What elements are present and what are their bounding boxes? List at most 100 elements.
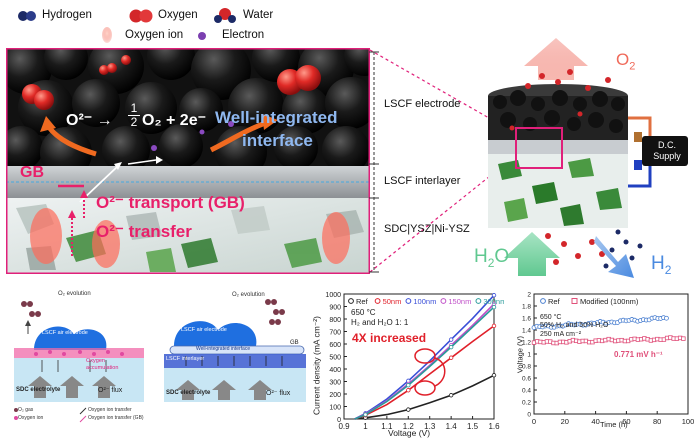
schem2-electrode-dome	[174, 321, 257, 346]
iv-xlabel: Voltage (V)	[388, 428, 431, 438]
iv-point-0	[406, 407, 411, 412]
accum-line1: Oxygen	[86, 358, 105, 364]
schem2-interlayer	[164, 354, 306, 368]
schematic-reference	[6, 290, 152, 430]
iv-x-tick-label: 1.1	[381, 422, 393, 431]
st-x-tick-label: 0	[532, 417, 536, 426]
layer-label-interlayer: LSCF interlayer	[384, 175, 461, 187]
cell-o2-label: O2	[616, 50, 635, 72]
negative-wire	[628, 166, 652, 188]
st-plot-frame	[533, 293, 689, 415]
gb-label: GB	[20, 164, 44, 181]
st-legend-marker-0	[540, 298, 546, 304]
schem1-flux: O²⁻ flux	[98, 387, 123, 394]
st-y-tick-label: 0.6	[522, 376, 531, 383]
iv-y-tick-label: 500	[329, 355, 341, 362]
o2-sub: 2	[629, 60, 636, 73]
st-y-tick-label: 0.2	[522, 400, 531, 407]
electrode-arrow-left	[45, 124, 97, 157]
iv-point-1	[491, 323, 497, 329]
schem2-electrolyte-label: SDC electrolyte	[166, 390, 211, 396]
layer-label-electrolyte: SDC|YSZ|Ni-YSZ	[384, 223, 470, 235]
legend-water: Water	[243, 9, 274, 21]
iv-y-tick-label: 700	[329, 330, 341, 337]
schem1-electrode-label: LSCF air electrode	[42, 330, 88, 336]
oxygen-ion-icon	[102, 27, 112, 43]
st-annotation-gas: 50% H₂ and 50% H₂O	[540, 322, 609, 329]
legend-oxygen-ion: Oxygen ion	[125, 29, 184, 41]
cell-zoom-box	[515, 127, 563, 169]
schem1-electrode-dome	[34, 326, 107, 350]
schem1-key3: Oxygen ion transfer	[88, 407, 132, 413]
st-annotation-temp: 650 °C	[540, 314, 562, 321]
oxygen-molecule-icon	[129, 9, 153, 23]
iv-x-tick-label: 0.9	[338, 422, 350, 431]
water-molecule-icon	[214, 8, 236, 23]
st-y-tick-label: 0.4	[522, 388, 531, 395]
schem2-interlayer-label: LSCF interlayer	[166, 356, 205, 362]
iv-callout-bracket	[434, 357, 446, 387]
iv-legend-marker-2	[405, 298, 412, 304]
schematic-interlayer	[156, 290, 310, 430]
iv-point-4	[448, 344, 454, 350]
iv-y-tick-label: 800	[329, 317, 341, 324]
st-x-tick-label: 20	[561, 417, 569, 426]
st-y-tick-label: 1.4	[522, 328, 531, 335]
h2-sub: 2	[664, 262, 672, 277]
iv-annotation-temp: 650 °C	[351, 308, 376, 317]
iv-x-tick-label: 1.4	[446, 422, 458, 431]
transport-label: O²⁻ transport (GB)	[96, 193, 245, 212]
schem1-key1: O₂ gas	[18, 407, 34, 413]
iv-x-tick-label: 1.5	[467, 422, 479, 431]
st-annotation-current: 250 mA cm⁻²	[540, 331, 582, 338]
h2o-h: H	[474, 246, 488, 267]
dc-supply-label: D.C.Supply	[647, 140, 687, 162]
iv-x-tick-label: 1	[363, 422, 368, 431]
accum-line2: accumulation	[86, 365, 119, 371]
iv-y-tick-label: 200	[329, 392, 341, 399]
iv-callout-ellipse-bottom	[414, 380, 436, 396]
electron-icon	[198, 32, 206, 40]
electrode-arrow-right	[209, 119, 269, 153]
st-ylabel: Voltage (V)	[515, 335, 525, 374]
oxygen-ion-glows	[30, 208, 350, 268]
iv-legend-label-4: 300nm	[483, 297, 504, 306]
cell-h2-label: H2	[651, 253, 671, 277]
iv-legend-marker-1	[374, 298, 381, 304]
iv-y-tick-label: 1000	[325, 292, 341, 299]
schem2-gb: GB	[290, 340, 299, 346]
o2-out-arrow	[524, 38, 588, 80]
schem2-flux: O²⁻ flux	[266, 390, 291, 397]
iv-x-tick-label: 1.3	[424, 422, 436, 431]
zoom-connectors	[369, 49, 511, 273]
st-y-tick-label: 1	[527, 352, 531, 359]
st-x-tick-label: 80	[653, 417, 661, 426]
schem1-electrolyte	[14, 358, 144, 402]
iv-y-tick-label: 0	[337, 417, 341, 424]
cell-h2o-label: H2O	[474, 246, 509, 270]
iv-legend-label-1: 50nm	[383, 297, 402, 306]
schem2-o2-evolution: O₂ evolution	[232, 292, 265, 298]
st-x-tick-label: 60	[622, 417, 630, 426]
frac-den: 2	[128, 115, 140, 129]
st-y-tick-label: 1.2	[522, 340, 531, 347]
iv-point-1	[448, 355, 454, 360]
positive-wire	[628, 116, 652, 136]
st-y-tick-label: 0	[527, 412, 531, 419]
h2o-o: O	[494, 246, 510, 267]
st-legend-label-0: Ref	[548, 297, 561, 306]
iv-legend-label-3: 150nm	[448, 297, 471, 306]
dc-supply-box[interactable]	[642, 136, 688, 166]
reaction-rhs: O₂ + 2e⁻	[142, 112, 207, 129]
st-legend-label-1: Modified (100nm)	[580, 297, 639, 306]
iv-y-tick-label: 900	[329, 305, 341, 312]
cell-electrolyte-grains	[498, 158, 622, 226]
iv-x-tick-label: 1.6	[488, 422, 500, 431]
schem1-o2-evolution: O₂ evolution	[58, 291, 91, 297]
iv-legend-marker-0	[348, 298, 354, 304]
iv-x-tick-label: 1.2	[403, 422, 415, 431]
h2o-in-arrow	[504, 232, 560, 276]
